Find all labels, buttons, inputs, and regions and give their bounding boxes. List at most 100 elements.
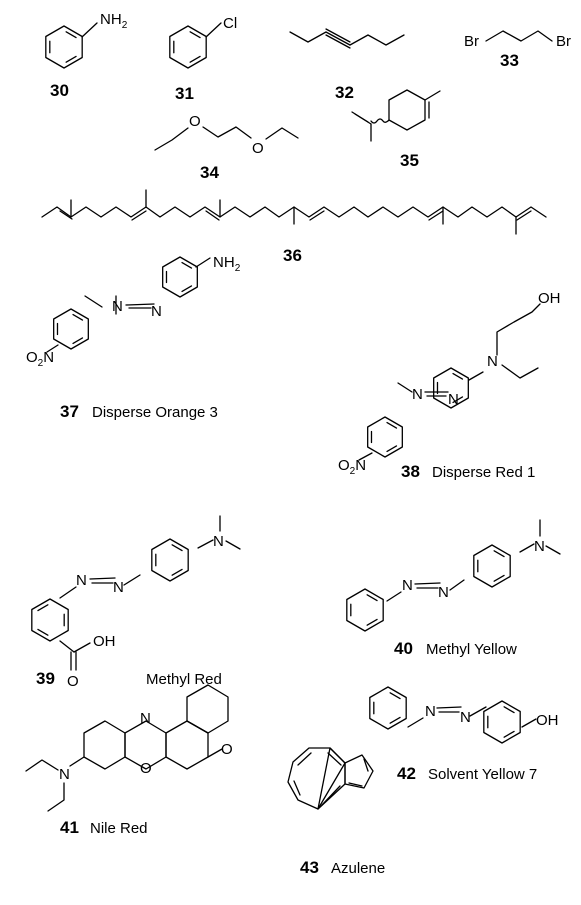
compound-37-structure: N N NH2 O2N 37 Disperse Orange 3 — [26, 254, 241, 421]
atom-label: O2N — [26, 349, 54, 369]
compound-39-structure: N N N OH O 39 Methyl Red — [31, 515, 241, 690]
ring-double-bond — [386, 445, 398, 453]
ring-double-bond — [72, 337, 84, 345]
atom-label: N — [534, 538, 545, 555]
compound-name: Azulene — [331, 860, 385, 877]
atom-label: N — [76, 572, 87, 589]
ring-outline — [45, 25, 83, 69]
ring-double-bond — [452, 396, 464, 404]
atom-label: N — [460, 709, 471, 726]
atom-label: Br — [464, 33, 479, 50]
atom-label: Cl — [223, 15, 237, 32]
compound-number: 41 — [60, 818, 79, 837]
ring-outline — [433, 367, 469, 409]
ring-outline — [53, 308, 89, 350]
compound-30-structure: NH2 30 — [45, 11, 128, 100]
ring-double-bond — [189, 55, 201, 63]
compound-number: 40 — [394, 639, 413, 658]
atom-label: N — [151, 303, 162, 320]
ring-double-bond — [181, 261, 193, 269]
compound-35-structure: 35 — [351, 89, 441, 170]
ring-outline — [473, 544, 511, 588]
ring-double-bond — [171, 544, 183, 552]
compound-number: 42 — [397, 764, 416, 783]
compound-41-structure: N O O N 41 Nile Red — [25, 684, 233, 837]
atom-label: N — [213, 533, 224, 550]
ring-double-bond — [65, 55, 77, 63]
atom-label: N — [59, 766, 70, 783]
ring-double-bond — [181, 285, 193, 293]
compound-number: 39 — [36, 669, 55, 688]
atom-label: O — [252, 140, 264, 157]
compound-42-structure: N N OH 42 Solvent Yellow 7 — [369, 686, 559, 783]
atom-label: N — [448, 391, 459, 408]
ring-outline — [369, 686, 407, 730]
ring-outline — [162, 256, 198, 298]
atom-label: N — [487, 353, 498, 370]
compound-number: 43 — [300, 858, 319, 877]
ring-double-bond — [493, 574, 505, 582]
benzene-ring — [45, 25, 83, 69]
compound-name: Methyl Red — [146, 671, 222, 688]
atom-label: O — [140, 760, 152, 777]
atom-label: O2N — [338, 457, 366, 477]
benzene-ring — [169, 25, 207, 69]
ring-double-bond — [389, 716, 401, 724]
atom-label: O — [189, 113, 201, 130]
compound-name: Methyl Yellow — [426, 641, 517, 658]
ring-outline — [169, 25, 207, 69]
ring-double-bond — [37, 604, 49, 612]
compound-36-structure: 36 — [41, 189, 547, 265]
ring-outline — [483, 700, 521, 744]
ring-double-bond — [366, 618, 378, 626]
compound-40-structure: N N N 40 Methyl Yellow — [346, 519, 561, 658]
ring-double-bond — [65, 31, 77, 39]
compound-name: Nile Red — [90, 820, 148, 837]
atom-label: N — [140, 710, 151, 727]
compound-number: 32 — [335, 83, 354, 102]
compound-name: Disperse Red 1 — [432, 464, 535, 481]
compound-number: 36 — [283, 246, 302, 265]
compound-43-structure: 43 Azulene — [287, 747, 385, 877]
ring-double-bond — [386, 421, 398, 429]
atom-label: N — [412, 386, 423, 403]
atom-label: Br — [556, 33, 571, 50]
compound-number: 33 — [500, 51, 519, 70]
ring-double-bond — [72, 313, 84, 321]
atom-label: N — [425, 703, 436, 720]
ring-double-bond — [503, 730, 515, 738]
compound-32-structure: 32 — [289, 28, 405, 102]
atom-label: N — [438, 584, 449, 601]
compound-number: 37 — [60, 402, 79, 421]
ring-outline — [151, 538, 189, 582]
ring-double-bond — [189, 31, 201, 39]
compound-name: Solvent Yellow 7 — [428, 766, 537, 783]
compound-31-structure: Cl 31 — [169, 15, 237, 103]
compound-33-structure: Br Br 33 — [464, 30, 571, 70]
ring-double-bond — [389, 692, 401, 700]
compound-34-structure: O O 34 — [154, 113, 299, 182]
ring-outline — [367, 416, 403, 458]
atom-label: NH2 — [100, 11, 128, 31]
compound-number: 31 — [175, 84, 194, 103]
ring-double-bond — [366, 594, 378, 602]
atom-label: N — [402, 577, 413, 594]
ring-double-bond — [171, 568, 183, 576]
compound-number: 34 — [200, 163, 219, 182]
atom-label: N — [113, 579, 124, 596]
atom-label: OH — [93, 633, 116, 650]
ring-double-bond — [503, 706, 515, 714]
compound-38-structure: N N N OH O2N 38 Disperse Red 1 — [338, 290, 561, 481]
atom-label: NH2 — [213, 254, 241, 274]
ring-outline — [346, 588, 384, 632]
compound-number: 30 — [50, 81, 69, 100]
atom-label: OH — [538, 290, 561, 307]
ring-outline — [31, 598, 69, 642]
compound-name: Disperse Orange 3 — [92, 404, 218, 421]
ring-double-bond — [493, 550, 505, 558]
atom-label: N — [112, 298, 123, 315]
compound-number: 38 — [401, 462, 420, 481]
atom-label: OH — [536, 712, 559, 729]
compound-number: 35 — [400, 151, 419, 170]
